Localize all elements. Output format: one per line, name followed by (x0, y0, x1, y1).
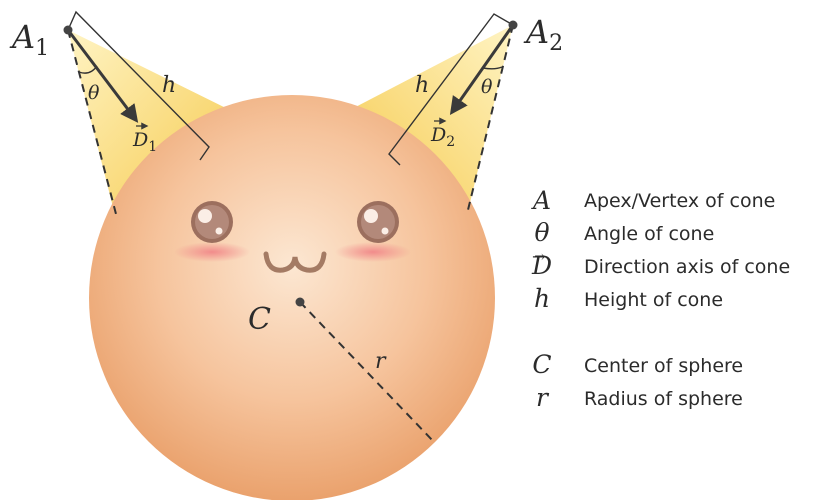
center-label: C (248, 302, 271, 337)
cone-left (68, 30, 240, 215)
height-label-left: h (162, 73, 176, 98)
apex2-label: A2 (523, 13, 563, 56)
cone-right-edge (466, 24, 514, 215)
blush-right (335, 242, 411, 262)
legend-text-angle: Angle of cone (584, 223, 715, 245)
legend-text-apex: Apex/Vertex of cone (584, 190, 776, 212)
theta-label-left: θ (88, 82, 100, 104)
cone-right (344, 25, 513, 215)
sphere (89, 95, 495, 500)
legend-symbol-direction: → D (517, 247, 567, 280)
blush-left (174, 242, 250, 262)
direction-arrow-right (449, 24, 515, 115)
direction-arrow-left (66, 29, 139, 123)
height-label-right: h (415, 73, 429, 98)
legend-symbol-angle: θ (534, 218, 550, 247)
legend-symbol-apex: A (532, 186, 552, 215)
radius-label: r (375, 349, 387, 374)
legend-text-center: Center of sphere (584, 355, 744, 377)
legend-symbol-center: C (532, 350, 552, 379)
radius-line (299, 301, 435, 443)
theta-label-right: θ (481, 76, 493, 98)
legend-text-direction: Direction axis of cone (584, 256, 791, 278)
mouth (263, 251, 327, 273)
legend-symbol-height: h (533, 284, 551, 313)
direction-label-right: D2 (430, 117, 455, 150)
cone-left-edge (67, 29, 117, 215)
height-bracket-left (67, 10, 210, 161)
center-point (295, 297, 305, 307)
eye-right (357, 201, 399, 243)
theta-arc-right (482, 66, 503, 70)
apex1-label: A1 (9, 18, 49, 61)
eye-left (191, 201, 233, 243)
apex-point-2 (508, 20, 518, 30)
svg-text:D1: D1 (132, 129, 157, 155)
direction-label-left: D1 (132, 122, 157, 155)
apex-point-1 (63, 25, 73, 35)
legend-text-radius: Radius of sphere (584, 388, 743, 410)
height-bracket-right (388, 13, 514, 166)
legend-text-height: Height of cone (584, 289, 724, 311)
vector-arrow-icon: → (532, 247, 546, 266)
svg-text:D2: D2 (430, 124, 455, 150)
legend-symbol-radius: r (536, 383, 548, 412)
